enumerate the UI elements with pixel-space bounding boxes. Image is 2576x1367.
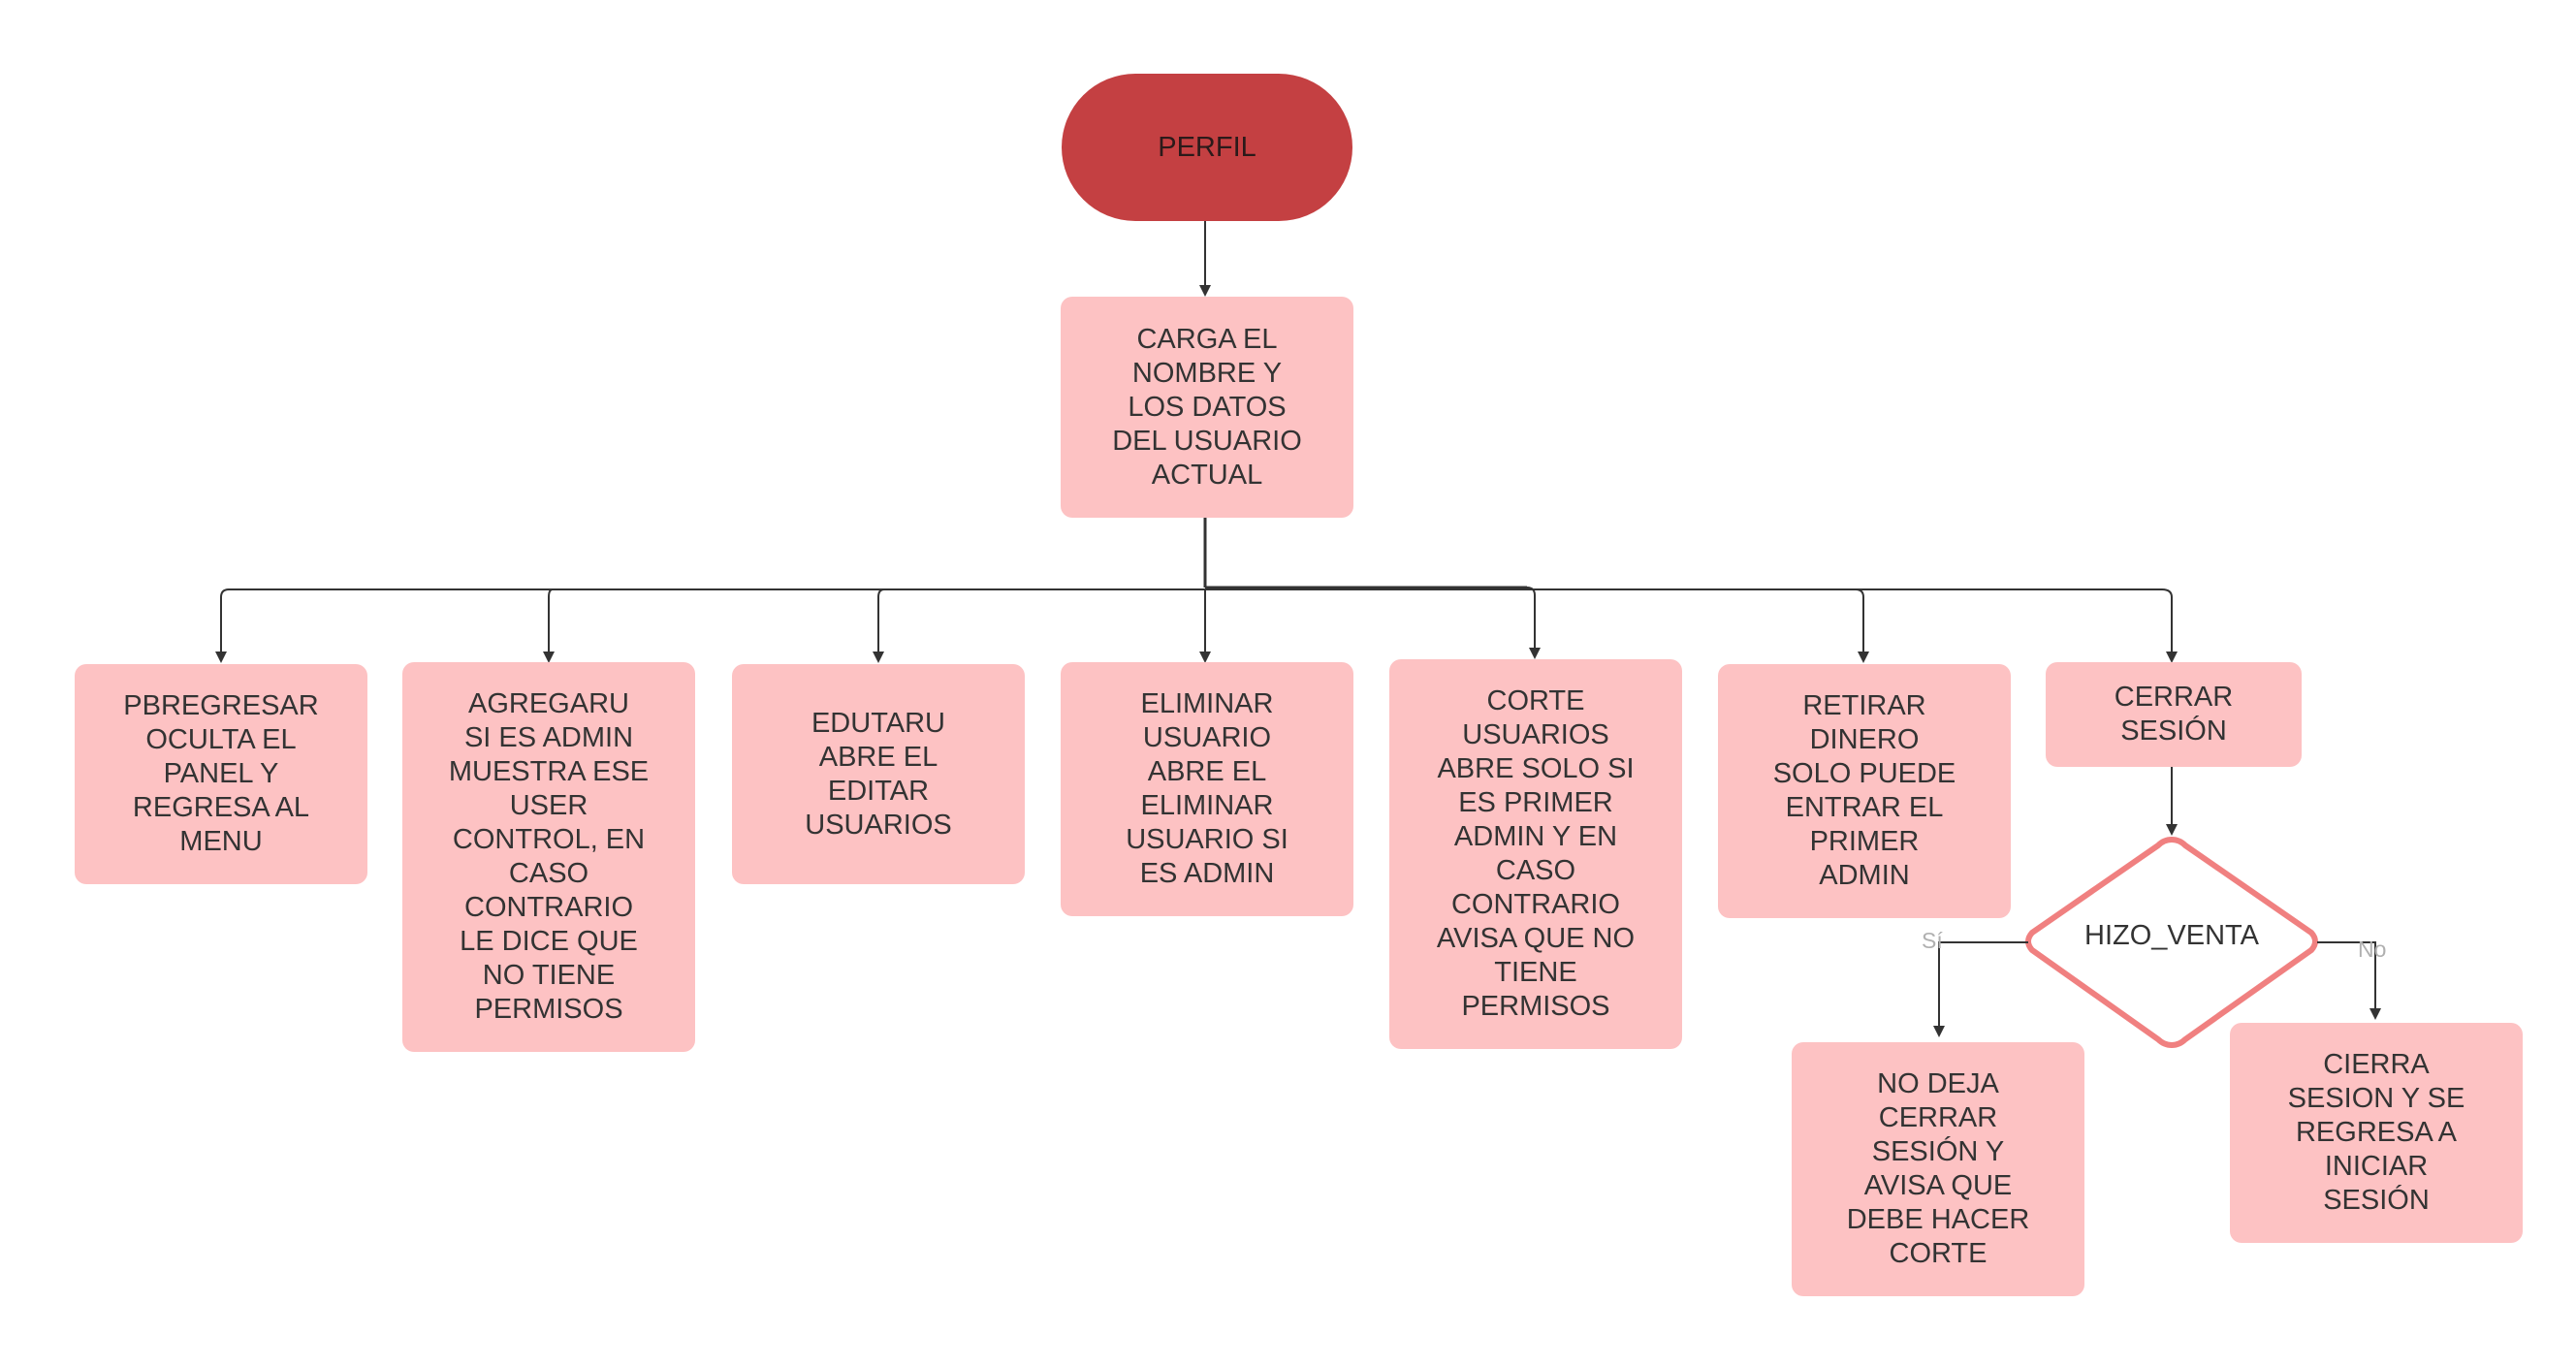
node-retirar: RETIRAR DINERO SOLO PUEDE ENTRAR EL PRIM…	[1718, 664, 2011, 918]
decision-diamond	[2025, 836, 2318, 1049]
edge-no	[2317, 941, 2381, 1020]
edge-to-regresar	[215, 588, 230, 663]
edge-to-retirar	[1855, 588, 1869, 663]
node-no-deja: NO DEJA CERRAR SESIÓN Y AVISA QUE DEBE H…	[1792, 1042, 2084, 1296]
edge-yes	[1933, 941, 2028, 1037]
node-cierra-sesion: CIERRA SESION Y SE REGRESA A INICIAR SES…	[2230, 1023, 2523, 1243]
edge-to-agregar	[543, 588, 555, 663]
node-cerrar-sesion: CERRAR SESIÓN	[2046, 662, 2302, 767]
edge-label-si: Sí	[1922, 928, 1943, 953]
node-carga-datos: CARGA EL NOMBRE Y LOS DATOS DEL USUARIO …	[1061, 297, 1353, 518]
node-perfil: PERFIL	[1062, 74, 1352, 221]
decision-label-hizo-venta: HIZO_VENTA	[2084, 919, 2259, 951]
node-eliminar: ELIMINAR USUARIO ABRE EL ELIMINAR USUARI…	[1061, 662, 1353, 916]
edge-label-no: No	[2358, 937, 2387, 962]
edge-to-cerrar	[2161, 588, 2178, 663]
node-agregar: AGREGARU SI ES ADMIN MUESTRA ESE USER CO…	[402, 662, 695, 1052]
node-corte: CORTE USUARIOS ABRE SOLO SI ES PRIMER AD…	[1389, 659, 1682, 1049]
node-regresar: PBREGRESAR OCULTA EL PANEL Y REGRESA AL …	[75, 664, 367, 884]
edge-to-editar	[873, 588, 885, 663]
node-editar: EDUTARU ABRE EL EDITAR USUARIOS	[732, 664, 1025, 884]
edge-to-corte	[1526, 587, 1541, 659]
